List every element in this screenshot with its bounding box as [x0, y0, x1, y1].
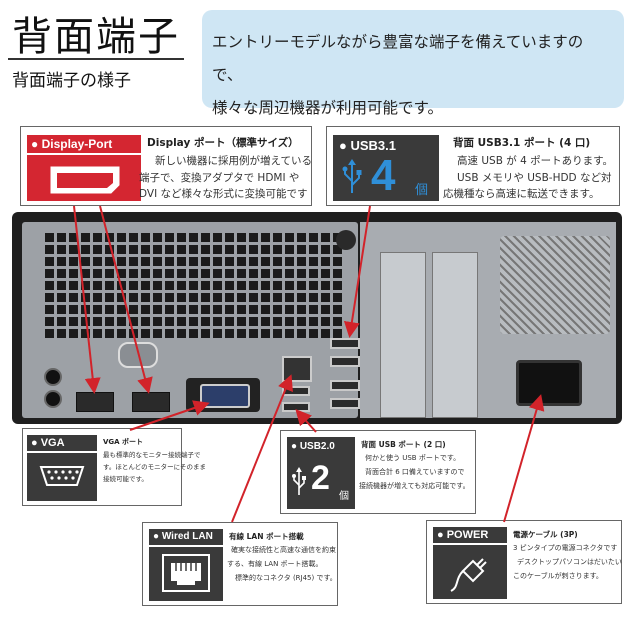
usb20-tag: ● USB2.0: [291, 441, 335, 452]
lan-title: 有線 LAN ポート搭載: [229, 532, 304, 541]
lan-card: ● Wired LAN 有線 LAN ポート搭載 確実な接続性と高速な通信を約束…: [142, 522, 338, 606]
audio-jack: [44, 368, 62, 386]
usb31-desc-3: 応機種なら高速に転送できます。: [443, 188, 600, 200]
usb20-badge: ● USB2.0 2 個: [287, 437, 355, 509]
usb31-tag: ● USB3.1: [339, 138, 396, 153]
usb-icon: [342, 159, 362, 193]
usb31-port-2: [330, 356, 360, 367]
lan-tag: ● Wired LAN: [149, 529, 223, 545]
screw: [336, 230, 356, 250]
intro-line-1: エントリーモデルながら豊富な端子を備えていますので、: [212, 33, 584, 84]
power-tag: ● POWER: [433, 527, 507, 543]
vga-tag: ● VGA: [27, 435, 97, 451]
usb20-count: 2: [311, 459, 330, 497]
lan-desc-3: 標準的なコネクタ (RJ45) です。: [235, 574, 337, 582]
usb31-badge: ● USB3.1 4 個: [333, 135, 439, 201]
arrow-usb31: [343, 205, 371, 338]
power-desc-3: このケーブルが刺さります。: [513, 572, 603, 580]
usb20-card: ● USB2.0 2 個 背面 USB ポート (2 口) 何かと使う USB …: [280, 430, 476, 514]
arrow-usb20: [295, 409, 317, 433]
displayport-tag: ● Display-Port: [27, 135, 141, 153]
power-plug-icon: [450, 558, 487, 592]
lan-desc-2: する、有線 LAN ポート搭載。: [227, 560, 323, 568]
audio-jack: [44, 390, 62, 408]
usb20-desc-1: 何かと使う USB ポートです。: [365, 454, 461, 462]
vga-desc-1: 最も標準的なモニター接続端子で: [103, 451, 201, 459]
usb20-desc-3: 接続機器が増えても対応可能です。: [359, 482, 470, 490]
displayport-icon-area: [27, 155, 141, 201]
power-title: 電源ケーブル (3P): [513, 530, 578, 539]
intro-box: エントリーモデルながら豊富な端子を備えていますので、 様々な周辺機器が利用可能で…: [202, 10, 624, 117]
usb31-desc-2: USB メモリや USB-HDD など対: [457, 172, 612, 184]
lan-icon: [162, 554, 210, 592]
usb31-desc-1: 高速 USB が 4 ポートあります。: [457, 155, 614, 167]
usb20-title: 背面 USB ポート (2 口): [361, 440, 446, 449]
usb31-unit: 個: [415, 183, 429, 198]
usb20-unit: 個: [339, 491, 349, 502]
displayport-desc-1: 新しい機器に採用例が増えている: [155, 155, 312, 167]
power-card: ● POWER 電源ケーブル (3P) 3 ピンタイプの電源コネクタです デスク…: [426, 520, 622, 604]
power-socket: [516, 360, 582, 406]
psu-fan-grill: [500, 236, 610, 334]
power-desc-1: 3 ピンタイプの電源コネクタです: [513, 544, 618, 552]
usb31-card: ● USB3.1 4 個 背面 USB3.1 ポート (4 口) 高速 USB …: [326, 126, 620, 206]
displayport-card: ● Display-Port Display ポート（標準サイズ） 新しい機器に…: [20, 126, 312, 206]
vga-title: VGA ポート: [103, 438, 144, 446]
arrow-vga: [129, 400, 210, 431]
usb20-desc-2: 背面合計 6 口備えていますので: [365, 468, 465, 476]
vga-card: ● VGA VGA ポート 最も標準的なモニター接続端子で す。ほとんどのモニタ…: [22, 428, 206, 506]
arrow-displayport-2: [99, 205, 153, 394]
displayport-icon: [50, 166, 120, 194]
title-underline: [8, 58, 184, 60]
usb31-port-4: [330, 398, 360, 409]
usb31-port-1: [330, 338, 360, 349]
usb31-port-3: [330, 380, 360, 391]
displayport-title: Display ポート（標準サイズ）: [147, 137, 299, 149]
usb-icon: [292, 467, 306, 495]
lan-desc-1: 確実な接続性と高速な通信を約束: [231, 546, 336, 554]
arrow-lan: [231, 374, 293, 523]
vga-desc-2: す。ほとんどのモニターにそのまま: [103, 463, 207, 471]
expansion-slot: [432, 252, 478, 418]
expansion-slot: [380, 252, 426, 418]
usb31-count: 4: [371, 151, 396, 200]
displayport-desc-2: 端子で、変換アダプタで HDMI や: [139, 172, 300, 184]
power-desc-2: デスクトップパソコンはだいたい: [517, 558, 622, 566]
displayport-desc-3: DVI など様々な形式に変換可能です: [139, 188, 308, 200]
arrow-power: [503, 394, 545, 523]
arrow-displayport-1: [73, 205, 101, 394]
intro-line-2: 様々な周辺機器が利用可能です。: [212, 99, 443, 117]
page-subtitle: 背面端子の様子: [12, 71, 131, 91]
usb31-title: 背面 USB3.1 ポート (4 口): [453, 137, 591, 149]
page-title: 背面端子: [12, 14, 180, 60]
vent-holes: [44, 232, 344, 338]
vga-desc-3: 接続可能です。: [103, 475, 148, 483]
vga-icon: [39, 466, 85, 486]
